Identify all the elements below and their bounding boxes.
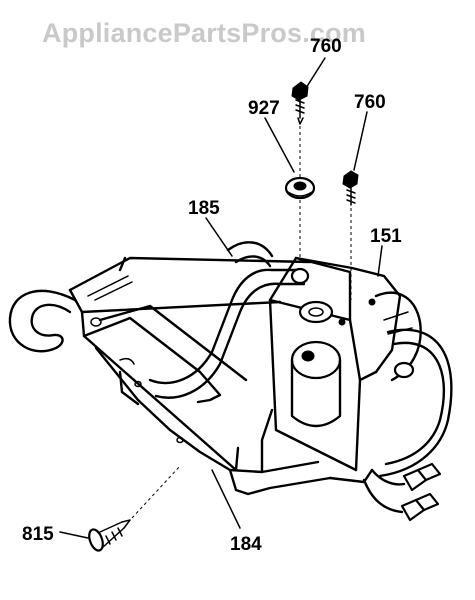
guide-line-815 — [131, 465, 181, 519]
callout-185: 185 — [188, 198, 220, 219]
bracket-184 — [8, 256, 332, 496]
wire-harness — [328, 328, 453, 522]
grommet-927 — [284, 176, 316, 200]
leader-760-top — [305, 57, 326, 89]
leader-151 — [377, 245, 383, 277]
callout-815: 815 — [22, 524, 54, 545]
callout-760-top: 760 — [310, 36, 342, 57]
screw-760-top — [291, 81, 309, 125]
rod-185 — [148, 241, 310, 399]
callout-184: 184 — [230, 534, 262, 555]
leader-760 — [353, 111, 368, 171]
watermark-logo: AppliancePartsPros.com — [42, 18, 367, 48]
leader-185 — [205, 217, 233, 257]
callout-151: 151 — [370, 226, 402, 247]
leader-927 — [264, 117, 295, 173]
callout-760: 760 — [354, 92, 386, 113]
screw-815 — [88, 519, 131, 552]
leader-815 — [59, 531, 89, 539]
screw-760 — [342, 170, 359, 206]
leader-184 — [211, 469, 241, 529]
motor-151 — [268, 256, 422, 472]
callout-927: 927 — [248, 98, 280, 119]
